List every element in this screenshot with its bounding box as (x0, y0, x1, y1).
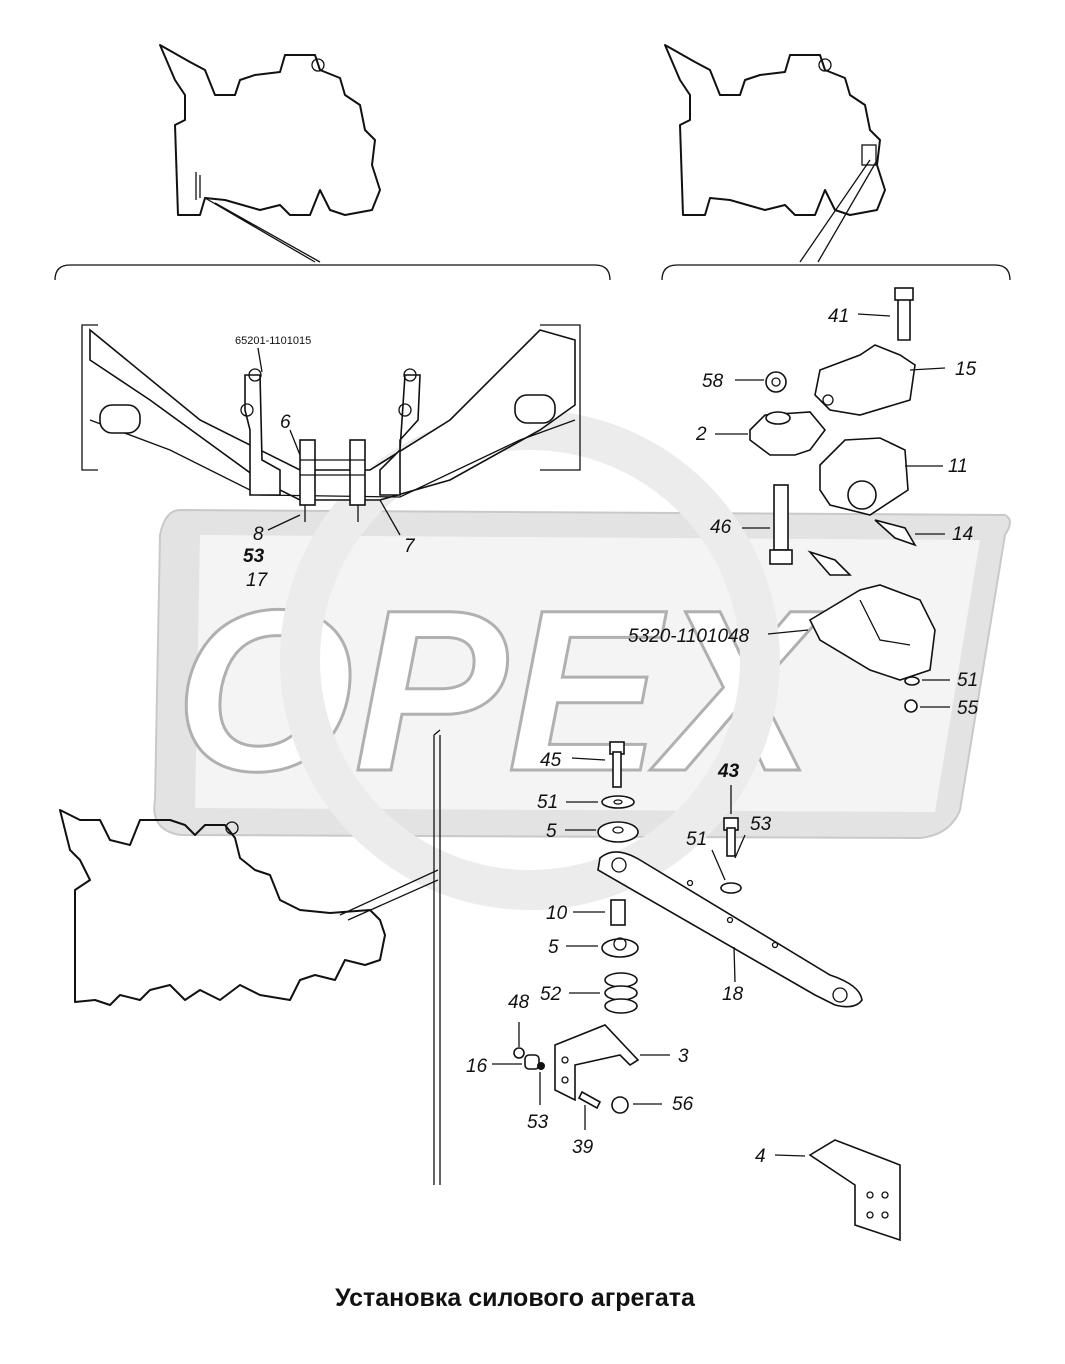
label-53-right: 53 (750, 814, 772, 835)
bracket-right (661, 264, 1011, 281)
cushion-5b (601, 938, 639, 958)
label-4: 4 (755, 1146, 766, 1167)
spacer-10 (610, 899, 626, 926)
label-17: 17 (246, 570, 269, 591)
washer-52-b (604, 985, 638, 1001)
front-mount-parts (715, 287, 950, 713)
washer-52-a (604, 972, 638, 988)
label-56: 56 (672, 1094, 694, 1115)
label-5-lower: 5 (548, 937, 559, 958)
label-43: 43 (717, 761, 740, 782)
crossbar-18 (597, 851, 863, 1008)
label-7: 7 (404, 536, 416, 557)
washer-48 (513, 1047, 525, 1059)
clip-14 (874, 519, 917, 547)
cushion-5a (597, 821, 639, 843)
label-46: 46 (710, 517, 732, 538)
label-6: 6 (280, 412, 291, 433)
nut-58 (765, 371, 787, 393)
label-65201-1101015: 65201-1101015 (235, 335, 311, 347)
label-53-lower: 53 (527, 1112, 549, 1133)
label-15: 15 (955, 359, 977, 380)
label-55: 55 (957, 698, 979, 719)
label-45: 45 (540, 750, 562, 771)
nut-55 (904, 699, 918, 713)
label-41: 41 (828, 306, 849, 327)
label-18: 18 (722, 984, 744, 1005)
bracket-3 (554, 1024, 640, 1102)
nut-56 (611, 1096, 629, 1114)
bracket-4 (808, 1139, 901, 1242)
engine-silhouette-top-left (159, 44, 381, 263)
label-5-upper: 5 (546, 821, 557, 842)
label-53-left: 53 (243, 546, 265, 567)
label-8: 8 (253, 524, 264, 545)
label-14: 14 (952, 524, 973, 545)
label-39: 39 (572, 1137, 594, 1158)
label-52: 52 (540, 984, 562, 1005)
label-16: 16 (466, 1056, 488, 1077)
diagram-title: Установка силового агрегата (335, 1284, 695, 1312)
crossmember-assembly (81, 324, 581, 536)
label-2: 2 (695, 424, 707, 445)
washer-51 (904, 676, 920, 686)
label-51-top: 51 (957, 670, 978, 691)
engine-silhouette-bottom-left (59, 729, 441, 1185)
washer-51b (601, 795, 635, 809)
label-58: 58 (702, 371, 724, 392)
label-48: 48 (508, 992, 530, 1013)
washer-52-c (604, 998, 638, 1014)
bracket-11 (819, 437, 909, 516)
bolt-46 (773, 484, 789, 551)
label-51-mid: 51 (537, 792, 558, 813)
bolt-41 (897, 294, 911, 341)
bracket-5320-1101048 (808, 584, 936, 681)
rear-mount-parts (492, 741, 901, 1242)
cover-15 (814, 344, 916, 416)
label-51-right: 51 (686, 829, 707, 850)
bracket-left (54, 264, 611, 281)
nut-16 (524, 1054, 540, 1070)
engine-silhouette-top-right (664, 44, 886, 263)
label-10: 10 (546, 903, 568, 924)
washer-51c (720, 882, 742, 894)
part-labels: 41 58 15 2 11 46 14 5320-1101048 51 55 4… (235, 306, 979, 1167)
label-5320-1101048: 5320-1101048 (628, 626, 750, 647)
label-3: 3 (678, 1046, 689, 1067)
bolt-39 (577, 1090, 602, 1110)
label-11: 11 (948, 456, 968, 477)
